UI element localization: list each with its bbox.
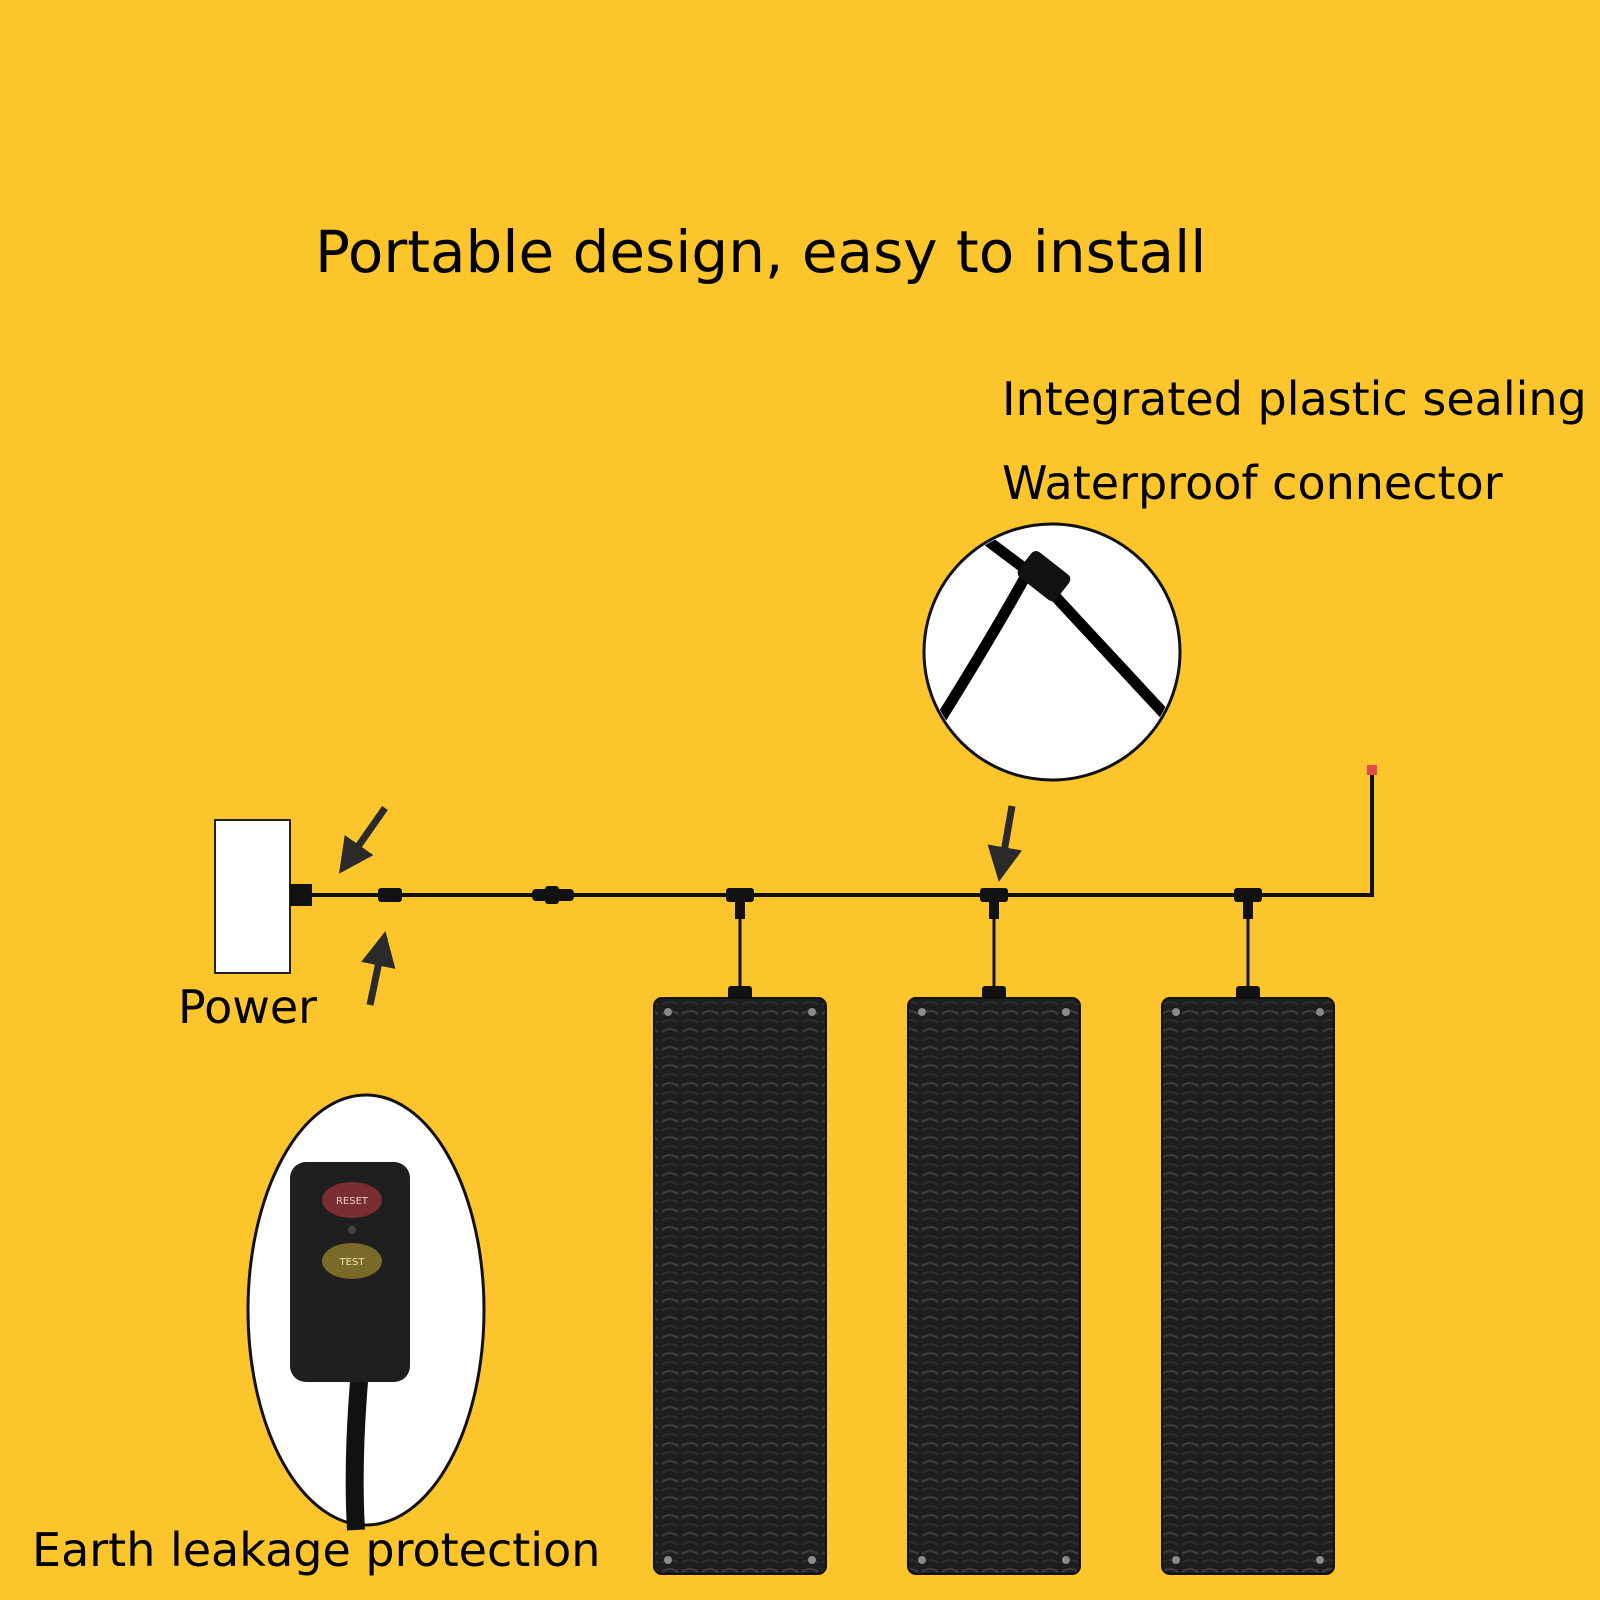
- reset-button-label: RESET: [336, 1196, 369, 1207]
- mat-grommet: [808, 1556, 816, 1564]
- inline-connector: [378, 888, 402, 902]
- indicator-light: [348, 1226, 356, 1234]
- connector-zoom: [922, 522, 1182, 782]
- arrow-t-connector: [987, 805, 1023, 882]
- test-button: [322, 1243, 382, 1279]
- mat-grommet: [918, 1556, 926, 1564]
- arrow-plug: [338, 805, 388, 874]
- mat-grommet: [664, 1556, 672, 1564]
- test-button-label: TEST: [339, 1257, 366, 1268]
- mat-grommet: [918, 1008, 926, 1016]
- power-label: Power: [178, 980, 318, 1034]
- end-cap: [1367, 765, 1377, 775]
- inline-connector: [545, 886, 559, 904]
- heating-mats: [653, 888, 1335, 1575]
- mat-grommet: [1172, 1556, 1180, 1564]
- arrow-inline-connector: [361, 931, 396, 1006]
- main-cable: [312, 772, 1374, 897]
- reset-button: [322, 1182, 382, 1218]
- mat-grommet: [1062, 1008, 1070, 1016]
- earth-leakage-label: Earth leakage protection: [32, 1523, 601, 1577]
- power-box: [214, 819, 291, 974]
- heating-mat: [653, 997, 827, 1575]
- earth-leakage-zoom: RESET TEST: [246, 1093, 486, 1531]
- page-title: Portable design, easy to install: [315, 218, 1207, 286]
- feature-label-sealing: Integrated plastic sealing: [1002, 372, 1587, 426]
- mat-grommet: [1062, 1556, 1070, 1564]
- heating-mat: [1161, 997, 1335, 1575]
- power-plug: [290, 884, 312, 906]
- mat-grommet: [1316, 1556, 1324, 1564]
- mat-grommet: [808, 1008, 816, 1016]
- mat-grommet: [1172, 1008, 1180, 1016]
- heating-mat: [907, 997, 1081, 1575]
- feature-label-connector: Waterproof connector: [1002, 456, 1503, 510]
- mat-grommet: [664, 1008, 672, 1016]
- mat-grommet: [1316, 1008, 1324, 1016]
